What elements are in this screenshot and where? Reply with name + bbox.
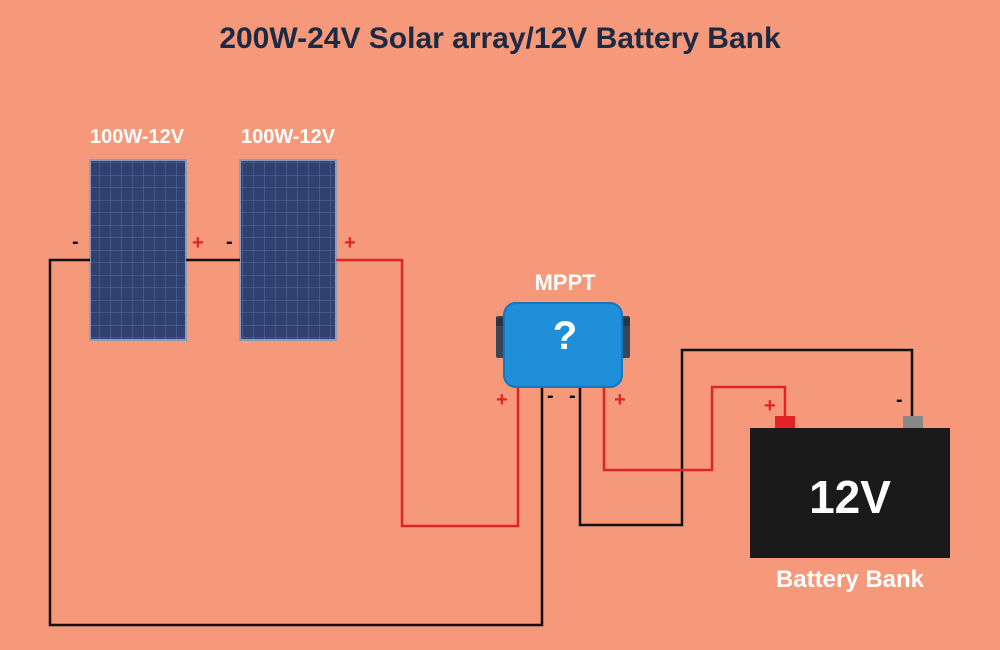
wire-panel1-neg-to-mppt-pv-neg [48, 258, 544, 627]
battery-label: Battery Bank [775, 566, 925, 593]
mppt-label: MPPT [534, 270, 596, 295]
panel-1-rating: 100W-12V [89, 126, 185, 148]
battery-positive-terminal: + [764, 395, 776, 417]
wire-mppt-bat-pos-to-battery-pos [602, 385, 787, 472]
wire-mppt-bat-neg-to-battery-neg [578, 348, 914, 527]
panel-2-negative-terminal: - [226, 231, 233, 253]
wire-panel2-pos-to-mppt-pv-pos [336, 258, 520, 528]
battery-voltage: 12V [809, 471, 891, 523]
question-mark-icon: ? [552, 314, 578, 358]
panel-2-rating: 100W-12V [240, 126, 336, 148]
mppt-pv-negative-terminal: - [547, 385, 554, 407]
battery-negative-terminal: - [896, 389, 903, 411]
mppt-controller [496, 302, 630, 388]
mppt-battery-positive-terminal: + [614, 389, 626, 411]
panel-1-negative-terminal: - [72, 231, 79, 253]
mppt-pv-positive-terminal: + [496, 389, 508, 411]
solar-panel-2 [239, 159, 337, 341]
mppt-battery-negative-terminal: - [569, 385, 576, 407]
diagram-title: 200W-24V Solar array/12V Battery Bank [219, 22, 781, 55]
panel-2-positive-terminal: + [344, 232, 356, 254]
battery-bank [750, 416, 950, 558]
panel-1-positive-terminal: + [192, 232, 204, 254]
solar-panel-1 [89, 159, 187, 341]
